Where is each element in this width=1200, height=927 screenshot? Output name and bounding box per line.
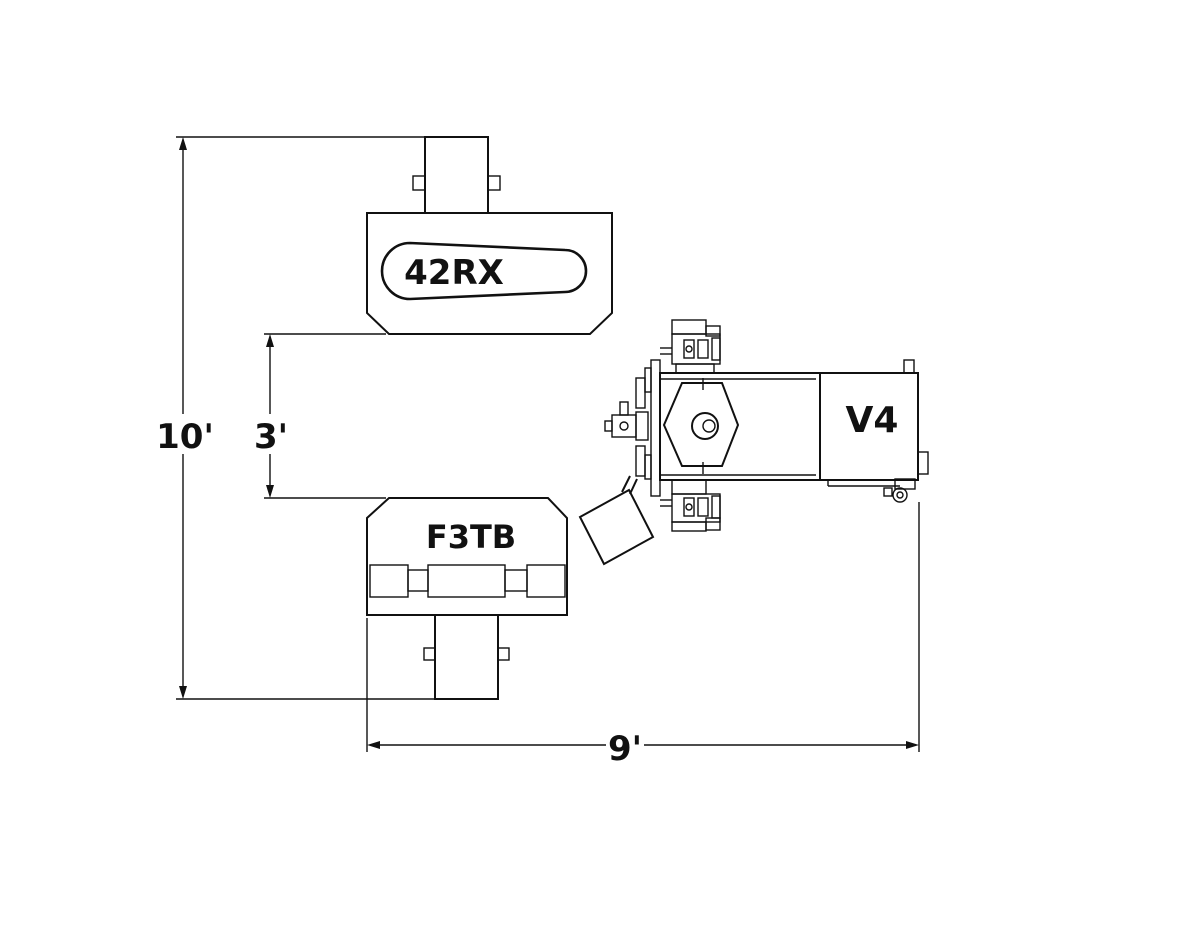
42rx-label-badge [380, 241, 588, 301]
dimension-gap [264, 333, 386, 499]
gap-label: 3' [254, 417, 288, 457]
machine-f3tb-label: F3TB [426, 518, 516, 556]
machine-42rx-label: 42RX [404, 253, 504, 293]
overall-width-label: 9' [608, 729, 642, 769]
machine-v4-label: V4 [846, 400, 899, 441]
machine-42rx [366, 136, 613, 335]
machine-f3tb [366, 497, 568, 700]
overall-height-label: 10' [156, 417, 214, 457]
machine-v4 [578, 319, 929, 566]
